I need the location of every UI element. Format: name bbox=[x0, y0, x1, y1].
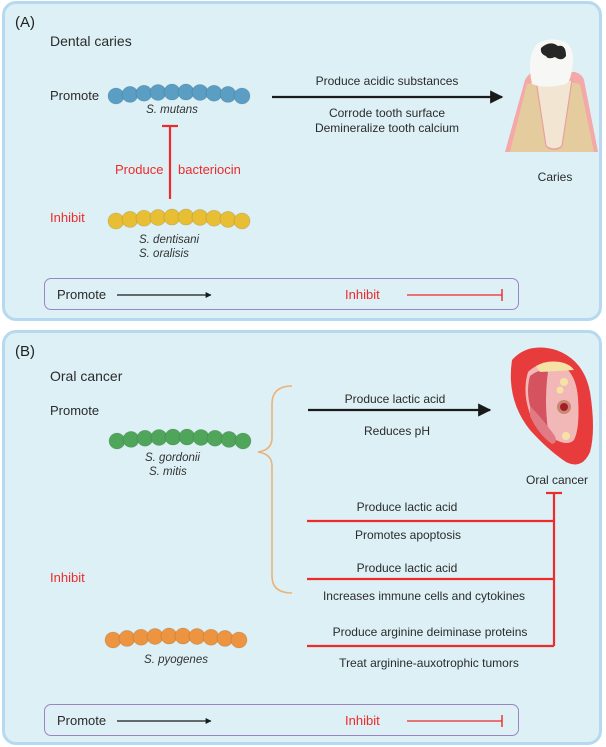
arrow-label-acidic: Produce acidic substances bbox=[315, 74, 459, 88]
arrow-label-reduces-ph: Reduces pH bbox=[363, 424, 431, 438]
panel-b-letter: (B) bbox=[15, 343, 35, 360]
bacterium-cell bbox=[146, 628, 164, 645]
panel-a-title: Dental caries bbox=[50, 33, 132, 49]
legend-a-inhibit-label: Inhibit bbox=[345, 287, 380, 302]
bacterium-cell bbox=[178, 428, 196, 446]
bacterium-cell bbox=[206, 429, 224, 447]
bacteria-chain-s-pyogenes bbox=[104, 627, 248, 649]
tooth-caries-icon bbox=[505, 39, 598, 152]
bacterium-cell bbox=[192, 429, 210, 446]
panel-a-letter: (A) bbox=[15, 14, 35, 31]
bacterium-cell bbox=[177, 83, 195, 101]
curly-brace bbox=[257, 385, 293, 594]
legend-a-inhibit-bar bbox=[407, 289, 503, 301]
panel-b-inhibit-label: Inhibit bbox=[50, 570, 85, 585]
bacterium-cell bbox=[107, 87, 125, 105]
arrow-label-lactic-acid: Produce lactic acid bbox=[344, 392, 446, 406]
legend-b-inhibit-label: Inhibit bbox=[345, 713, 380, 728]
arrow-label-corrode: Corrode tooth surface bbox=[328, 106, 446, 120]
bacterium-cell bbox=[135, 209, 153, 227]
bacteria-chain-s-gordonii bbox=[108, 428, 252, 450]
outcome-caries: Caries bbox=[537, 170, 573, 184]
species-s-mitis: S. mitis bbox=[149, 466, 187, 478]
pathway-2-below: Increases immune cells and cytokines bbox=[322, 589, 526, 603]
panel-a-promote-label: Promote bbox=[50, 88, 100, 103]
species-s-dentisani: S. dentisani bbox=[139, 234, 200, 246]
panel-a-inhibit-label: Inhibit bbox=[50, 210, 85, 225]
bacterium-cell bbox=[107, 212, 125, 230]
bacterium-cell bbox=[191, 84, 209, 101]
bacterium-cell bbox=[121, 86, 139, 103]
legend-b-inhibit-bar bbox=[407, 715, 503, 727]
panel-b-legend bbox=[44, 704, 519, 736]
pathway-2-above: Produce lactic acid bbox=[356, 561, 458, 575]
bacterium-cell bbox=[149, 84, 167, 101]
legend-a-promote-label: Promote bbox=[57, 287, 107, 302]
bacterium-cell bbox=[202, 628, 220, 646]
mechanism-produce: Produce bbox=[115, 162, 164, 177]
bacterium-cell bbox=[233, 87, 251, 105]
bacteria-chain-s-mutans bbox=[107, 83, 251, 105]
bacterium-cell bbox=[122, 431, 140, 448]
panel-oral-cancer bbox=[2, 330, 602, 745]
bacterium-cell bbox=[136, 429, 154, 447]
pathway-3-below: Treat arginine-auxotrophic tumors bbox=[339, 656, 519, 670]
bacterium-cell bbox=[230, 631, 248, 649]
legend-b-promote-label: Promote bbox=[57, 713, 107, 728]
bacterium-cell bbox=[177, 208, 195, 226]
oral-cancer-mouth-icon bbox=[510, 347, 593, 465]
panel-b-promote-label: Promote bbox=[50, 403, 100, 418]
bacterium-cell bbox=[220, 431, 238, 448]
bacterium-cell bbox=[234, 432, 252, 450]
bacterium-cell bbox=[191, 209, 209, 226]
bacteria-chain-s-dentisani bbox=[107, 208, 251, 230]
pathway-1-below: Promotes apoptosis bbox=[354, 528, 462, 542]
panel-b-title: Oral cancer bbox=[50, 368, 123, 384]
bacterium-cell bbox=[150, 429, 168, 446]
species-s-oralisis: S. oralisis bbox=[139, 248, 189, 260]
pathway-3-above: Produce arginine deiminase proteins bbox=[332, 625, 528, 639]
bacterium-cell bbox=[205, 84, 223, 102]
bacterium-cell bbox=[205, 209, 223, 227]
bacterium-cell bbox=[174, 627, 192, 645]
bacterium-cell bbox=[233, 212, 251, 230]
bacterium-cell bbox=[121, 211, 139, 228]
species-s-pyogenes: S. pyogenes bbox=[144, 654, 208, 666]
inhibit-network bbox=[307, 491, 562, 648]
panel-a-legend bbox=[44, 278, 519, 310]
bacterium-cell bbox=[219, 211, 237, 228]
outcome-oral-cancer: Oral cancer bbox=[525, 473, 589, 487]
pathway-1-above: Produce lactic acid bbox=[356, 500, 458, 514]
panel-dental-caries bbox=[2, 1, 602, 321]
bacterium-cell bbox=[104, 631, 122, 649]
bacterium-cell bbox=[188, 628, 206, 645]
species-s-mutans: S. mutans bbox=[146, 104, 198, 116]
species-s-gordonii: S. gordonii bbox=[145, 452, 200, 464]
bacterium-cell bbox=[132, 628, 150, 646]
bacterium-cell bbox=[135, 84, 153, 102]
bacterium-cell bbox=[108, 432, 126, 450]
bacterium-cell bbox=[219, 86, 237, 103]
bacterium-cell bbox=[118, 630, 136, 647]
inhibit-bar-bacteriocin bbox=[162, 124, 178, 199]
bacterium-cell bbox=[149, 209, 167, 226]
arrow-label-demineralize: Demineralize tooth calcium bbox=[314, 121, 460, 135]
mechanism-bacteriocin: bacteriocin bbox=[178, 162, 241, 177]
bacterium-cell bbox=[216, 630, 234, 647]
